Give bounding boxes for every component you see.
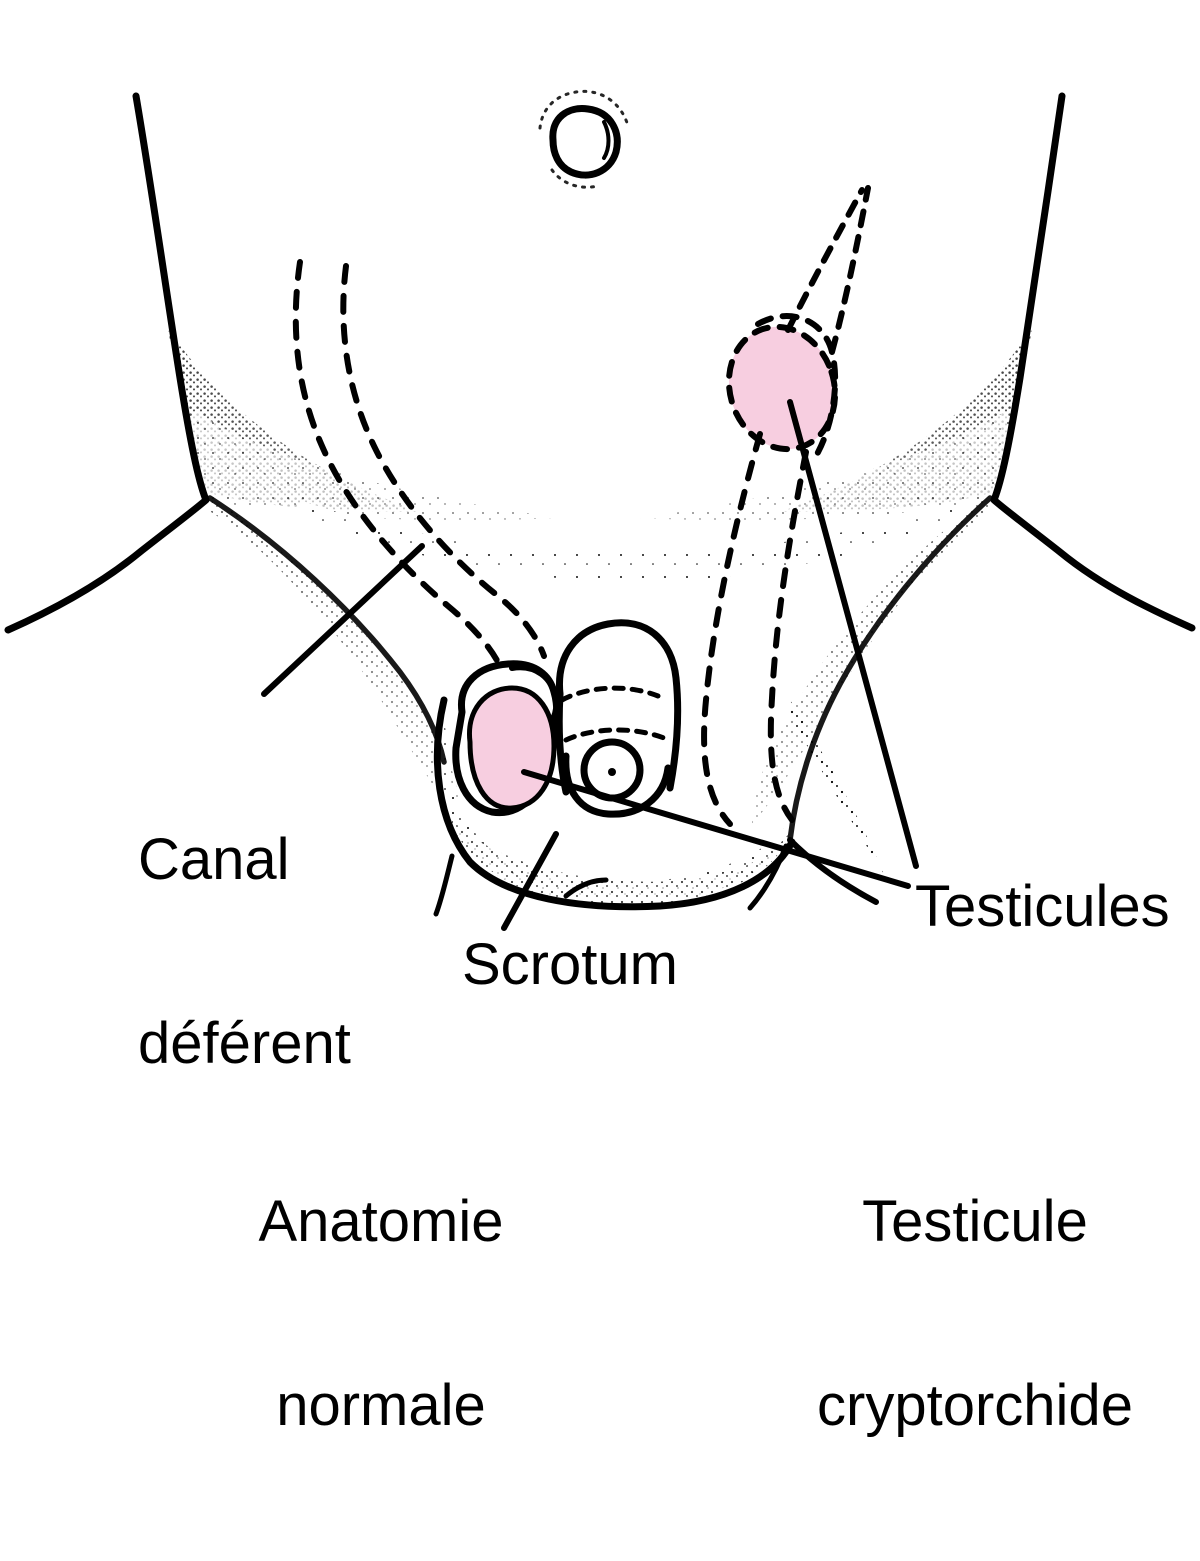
caption-anatomie-normale: Anatomie normale xyxy=(186,1068,576,1560)
anatomy-illustration xyxy=(0,0,1200,1208)
body-contours-group xyxy=(4,89,1196,917)
leader-testicules-scrotal xyxy=(521,769,911,889)
testicle-fill-group xyxy=(467,685,557,811)
canal-deferent-right-outer xyxy=(785,187,865,333)
penis-corona-lower xyxy=(563,727,667,743)
label-canal-deferent-line1: Canal xyxy=(138,826,290,892)
label-testicules: Testicules xyxy=(915,874,1170,939)
descent-path-outer xyxy=(701,431,763,827)
caption-right-line2: cryptorchide xyxy=(817,1373,1133,1439)
label-canal-deferent: Canal déférent xyxy=(138,706,351,1198)
label-scrotum: Scrotum xyxy=(462,932,678,997)
caption-testicule-cryptorchide: Testicule cryptorchide xyxy=(760,1068,1190,1560)
canal-deferent-left-group xyxy=(292,259,547,669)
leader-scrotum xyxy=(501,831,559,931)
right-thigh-crease xyxy=(747,843,789,911)
left-inguinal-shading-soft xyxy=(186,412,560,521)
right-groin-outline xyxy=(787,495,993,843)
right-inguinal-shading-soft xyxy=(640,412,1014,521)
right-inner-thigh-outline xyxy=(787,837,879,905)
right-body-outline xyxy=(990,92,1196,632)
leader-lines-group xyxy=(261,399,919,931)
descent-path-inner xyxy=(767,449,809,823)
canal-deferent-left-outer xyxy=(292,259,503,669)
descent-path-right-group xyxy=(701,431,809,827)
label-canal-deferent-line2: déférent xyxy=(138,1011,351,1077)
anatomy-figure: Canal déférent Scrotum Testicules Anatom… xyxy=(0,0,1200,1437)
scrotum-shading-lower xyxy=(452,820,790,907)
leader-testicules-cryptorchid xyxy=(787,399,919,869)
figure-background xyxy=(0,0,1200,1208)
penis-shaft-outline xyxy=(555,619,682,792)
canal-deferent-left-inner xyxy=(340,263,547,659)
caption-left-line1: Anatomie xyxy=(258,1188,504,1254)
scrotum-raphe xyxy=(563,877,609,899)
urethral-meatus-dot xyxy=(608,768,616,776)
canal-deferent-right-inner xyxy=(829,185,871,355)
penis-corona-upper xyxy=(559,685,661,703)
caption-left-line2: normale xyxy=(276,1373,486,1439)
scrotum-outline xyxy=(433,696,796,911)
navel-icon xyxy=(538,89,630,189)
left-groin-outline xyxy=(207,495,447,765)
caption-right-line1: Testicule xyxy=(862,1188,1088,1254)
left-thigh-crease xyxy=(433,853,455,917)
scrotal-testicle-shape xyxy=(467,685,557,811)
lower-abdomen-shading xyxy=(300,494,1000,582)
leader-canal-deferent xyxy=(261,543,425,697)
left-body-outline xyxy=(4,92,210,634)
canal-deferent-right-group xyxy=(785,185,871,355)
